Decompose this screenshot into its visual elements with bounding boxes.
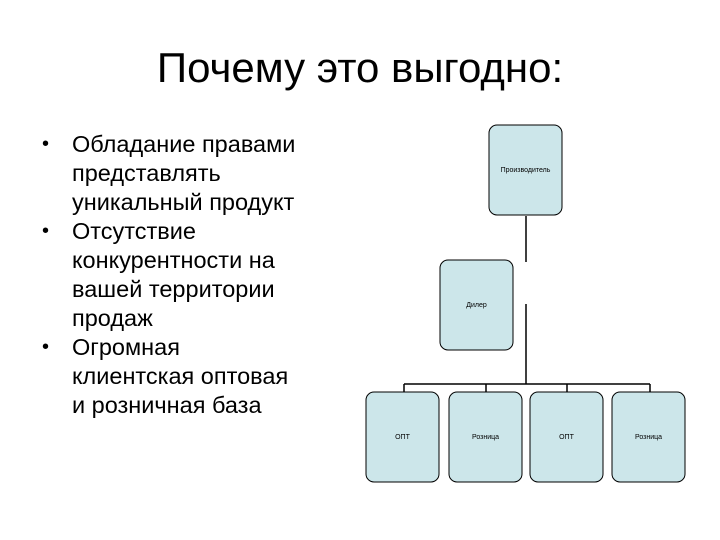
bullet-line: и розничная база bbox=[72, 392, 262, 418]
bullet-item: • Отсутствие конкурентности на вашей тер… bbox=[28, 217, 358, 333]
node-outlet-3: ОПТ bbox=[529, 391, 604, 483]
node-box bbox=[529, 391, 604, 483]
bullet-line: представлять bbox=[72, 160, 221, 186]
slide-title: Почему это выгодно: bbox=[156, 44, 564, 91]
node-label: ОПТ bbox=[559, 434, 574, 441]
bullet-line: вашей территории bbox=[72, 276, 275, 302]
node-label: Производитель bbox=[501, 167, 551, 174]
bullet-line: клиентская оптовая bbox=[72, 363, 289, 389]
node-label: Розница bbox=[472, 434, 499, 441]
node-dealer: Дилер bbox=[439, 259, 514, 351]
node-label: ОПТ bbox=[395, 434, 410, 441]
bullet-line: конкурентности на bbox=[72, 247, 275, 273]
bullet-list: • Обладание правами представлять уникаль… bbox=[28, 130, 358, 420]
node-box bbox=[448, 391, 523, 483]
node-box bbox=[439, 259, 514, 351]
node-outlet-2: Розница bbox=[448, 391, 523, 483]
node-label: Розница bbox=[635, 434, 662, 441]
bullet-dot-icon: • bbox=[42, 133, 50, 155]
bullet-line: продаж bbox=[72, 305, 153, 331]
bullet-item: • Обладание правами представлять уникаль… bbox=[28, 130, 358, 217]
bullet-dot-icon: • bbox=[42, 220, 50, 242]
node-outlet-4: Розница bbox=[611, 391, 686, 483]
node-box bbox=[611, 391, 686, 483]
bullet-dot-icon: • bbox=[42, 336, 50, 358]
node-label: Дилер bbox=[466, 302, 487, 309]
node-box bbox=[488, 124, 563, 216]
bullet-line: уникальный продукт bbox=[72, 189, 295, 215]
bullet-line: Огромная bbox=[72, 334, 180, 360]
bullet-line: Обладание правами bbox=[72, 131, 296, 157]
node-producer: Производитель bbox=[488, 124, 563, 216]
node-box bbox=[365, 391, 440, 483]
bullet-line: Отсутствие bbox=[72, 218, 196, 244]
bullet-item: • Огромная клиентская оптовая и рознична… bbox=[28, 333, 358, 420]
node-outlet-1: ОПТ bbox=[365, 391, 440, 483]
